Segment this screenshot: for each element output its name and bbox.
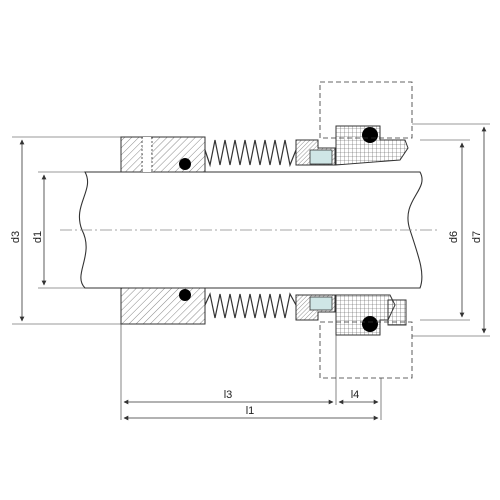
- upper-spring: [204, 139, 297, 168]
- upper-gland-housing: [319, 81, 413, 139]
- upper-seat-oring: [362, 127, 378, 143]
- upper-collar-oring: [179, 158, 191, 170]
- d7-label: d7: [471, 231, 483, 243]
- diameter-extension-lines: [12, 123, 490, 337]
- l3-label: l3: [224, 389, 233, 401]
- upper-rotating-ring: [295, 139, 336, 166]
- lower-spring: [204, 292, 297, 319]
- l1-label: l1: [246, 405, 255, 417]
- lower-stationary-seat: [335, 294, 407, 336]
- lower-collar-oring: [179, 289, 191, 301]
- l4-label: l4: [351, 389, 360, 401]
- lower-gland-housing: [319, 321, 413, 379]
- upper-collar: [120, 136, 206, 173]
- length-extension-lines: [120, 324, 382, 420]
- lower-seat-oring: [362, 316, 378, 332]
- upper-stationary-seat: [335, 125, 409, 166]
- lower-collar: [120, 287, 206, 325]
- d3-label: d3: [10, 231, 22, 243]
- d1-label: d1: [32, 231, 44, 243]
- d6-label: d6: [448, 231, 460, 243]
- lower-rotating-ring: [295, 294, 336, 321]
